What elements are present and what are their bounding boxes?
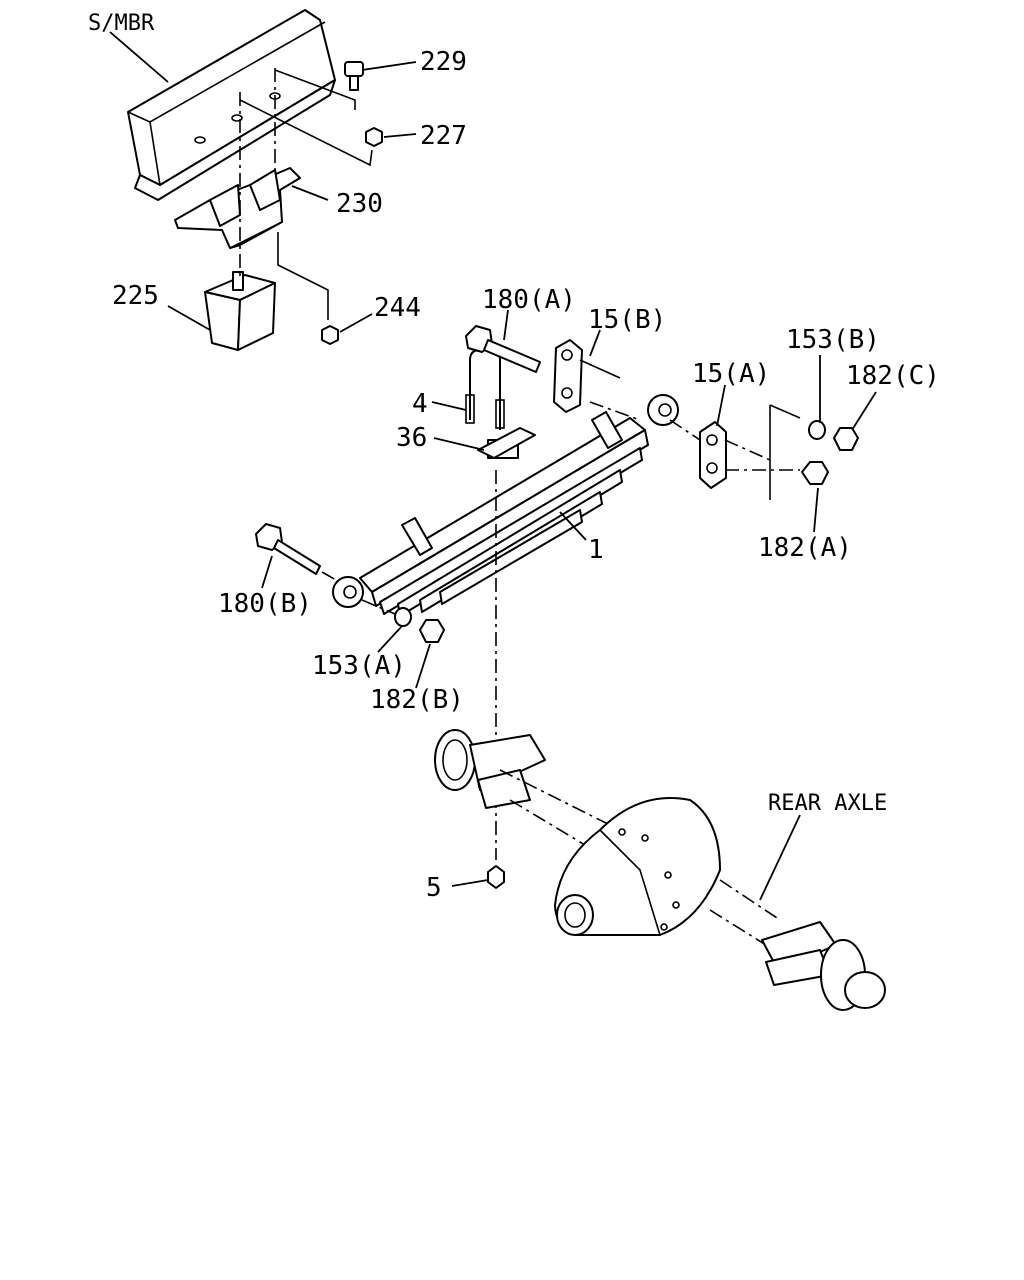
- label-rear-axle: REAR AXLE: [768, 791, 887, 816]
- label-153a: 153(A): [312, 651, 406, 681]
- label-1: 1: [588, 535, 604, 565]
- label-244: 244: [374, 293, 421, 323]
- washer-153a: [394, 607, 412, 627]
- label-180b: 180(B): [218, 589, 312, 619]
- nut-182a: [801, 461, 829, 485]
- rear-axle-assembly: [434, 729, 886, 1011]
- label-227: 227: [420, 121, 467, 151]
- assembly-guide-lines-top: [239, 68, 373, 320]
- nut-227: [365, 127, 383, 147]
- label-smbr: S/MBR: [88, 11, 155, 36]
- label-180a: 180(A): [482, 285, 576, 315]
- label-225: 225: [112, 281, 159, 311]
- label-15a: 15(A): [692, 359, 770, 389]
- bump-stopper-225: [204, 271, 276, 351]
- nut-244: [321, 325, 339, 345]
- assembly-guide-lines-right: [589, 401, 801, 500]
- label-182c: 182(C): [846, 361, 940, 391]
- shackle-plate-15b: [553, 339, 621, 413]
- bolt-229: [344, 61, 364, 91]
- label-182b: 182(B): [370, 685, 464, 715]
- guide-line-left-eye: [361, 599, 396, 615]
- nut-182b: [419, 619, 445, 643]
- label-229: 229: [420, 47, 467, 77]
- bolt-180a: [465, 325, 541, 373]
- shackle-plate-15a: [699, 421, 727, 489]
- bolt-180b: [255, 523, 337, 581]
- label-4: 4: [412, 389, 428, 419]
- callout-labels: S/MBR 229 227 230 225 244 180(A) 15(B) 1…: [88, 11, 940, 903]
- label-153b: 153(B): [786, 325, 880, 355]
- leader-lines: [109, 31, 877, 901]
- label-15b: 15(B): [588, 305, 666, 335]
- u-bolt-4: [465, 349, 505, 430]
- label-230: 230: [336, 189, 383, 219]
- label-5: 5: [426, 873, 442, 903]
- washer-153b: [808, 420, 826, 440]
- plate-36: [477, 427, 536, 459]
- leaf-spring-1: [332, 394, 679, 617]
- label-182a: 182(A): [758, 533, 852, 563]
- side-member-rail: [127, 9, 336, 201]
- nut-182c: [833, 427, 859, 451]
- bracket-230: [174, 167, 301, 250]
- label-36: 36: [396, 423, 427, 453]
